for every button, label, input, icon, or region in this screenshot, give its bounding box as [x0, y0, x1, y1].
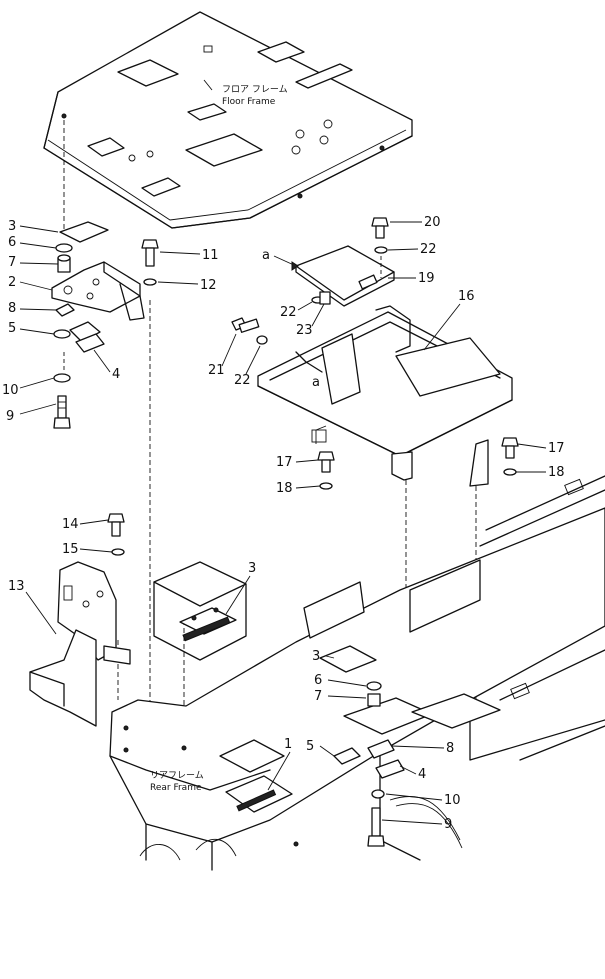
rear-frame-label-jp: リアフレーム	[150, 770, 204, 781]
callout-4-top: 4	[112, 367, 120, 382]
callout-4-lower: 4	[418, 767, 426, 782]
callout-23: 23	[296, 323, 313, 338]
callout-10-top: 10	[2, 383, 19, 398]
callout-8-lower: 8	[446, 741, 454, 756]
callout-20: 20	[424, 215, 441, 230]
bracket-13	[29, 513, 131, 727]
bolt-11-washer-12	[141, 239, 159, 286]
callout-15: 15	[62, 542, 79, 557]
bolt-21-washer-22	[231, 317, 268, 345]
left-mount-stack	[51, 221, 145, 429]
plate-19	[295, 217, 395, 307]
callout-3-lower: 3	[312, 649, 320, 664]
callout-1: 1	[284, 737, 292, 752]
rear-frame-label-en: Rear Frame	[150, 783, 202, 793]
callout-22-mid: 22	[280, 305, 297, 320]
callout-21: 21	[208, 363, 225, 378]
callout-13: 13	[8, 579, 25, 594]
floor-frame	[43, 11, 413, 229]
callout-6-lower: 6	[314, 673, 322, 688]
callout-22-top: 22	[420, 242, 437, 257]
callout-9-lower: 9	[444, 817, 452, 832]
callout-17-left: 17	[276, 455, 293, 470]
callout-22-low: 22	[234, 373, 251, 388]
callout-8-top: 8	[8, 301, 16, 316]
callouts: 3 6 7 2 8 5 4 10 9 11 12 20 22 19 16 22 …	[2, 215, 565, 832]
callout-18-right: 18	[548, 465, 565, 480]
mount-assembly-center	[153, 561, 247, 661]
callout-11: 11	[202, 248, 219, 263]
callout-3-top: 3	[8, 219, 16, 234]
callout-2: 2	[8, 275, 16, 290]
bolt-17-washer-18-left	[317, 451, 335, 490]
callout-16: 16	[458, 289, 475, 304]
callout-6-top: 6	[8, 235, 16, 250]
callout-18-left: 18	[276, 481, 293, 496]
floor-frame-label-jp: フロア フレーム	[222, 84, 288, 95]
callout-12: 12	[200, 278, 217, 293]
callout-17-right: 17	[548, 441, 565, 456]
bolt-17-washer-18-right	[501, 437, 519, 476]
callout-7-lower: 7	[314, 689, 322, 704]
callout-5-top: 5	[8, 321, 16, 336]
callout-5-lower: 5	[306, 739, 314, 754]
view-mark-a-lower: a	[312, 375, 320, 390]
callout-14: 14	[62, 517, 79, 532]
view-mark-a-upper: a	[262, 248, 270, 263]
callout-19: 19	[418, 271, 435, 286]
callout-3-center: 3	[248, 561, 256, 576]
floor-frame-label-en: Floor Frame	[222, 97, 276, 107]
cab-support-frame	[257, 305, 513, 487]
rear-frame	[109, 475, 605, 871]
callout-10-lower: 10	[444, 793, 461, 808]
callout-7-top: 7	[8, 255, 16, 270]
callout-9-top: 9	[6, 409, 14, 424]
